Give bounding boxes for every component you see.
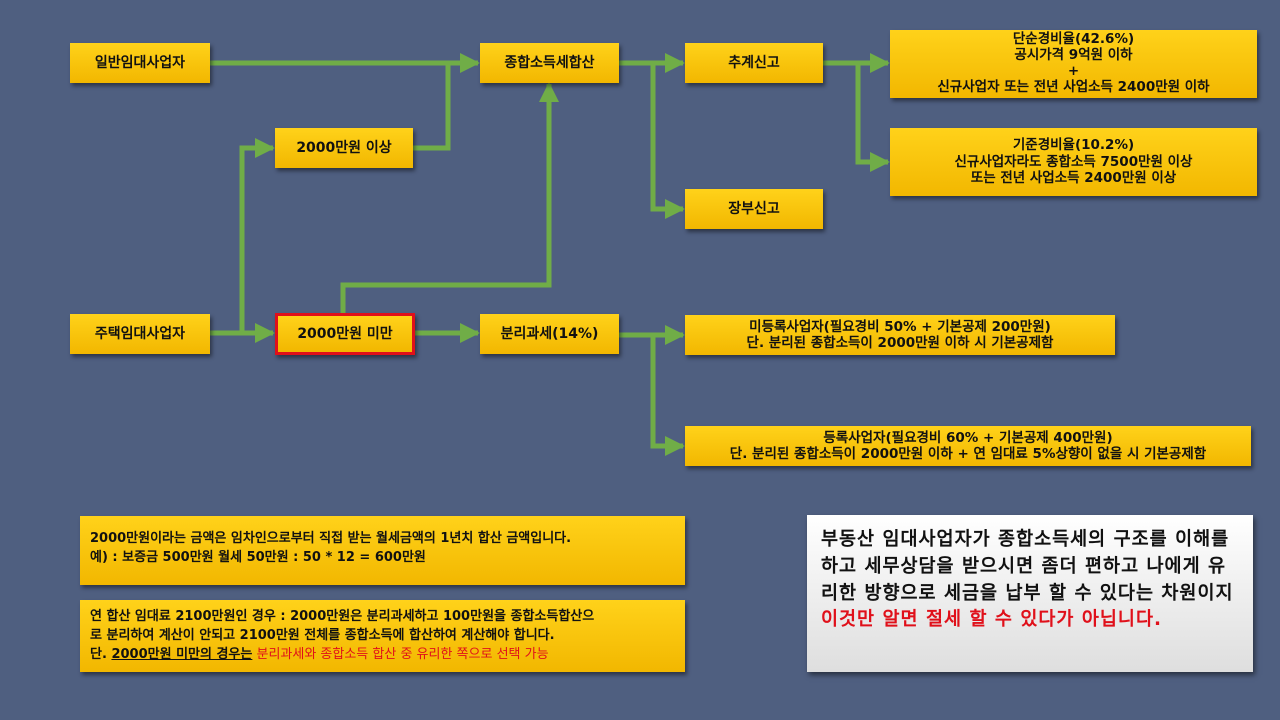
simple-expense-ratio-box: 단순경비율(42.6%) 공시가격 9억원 이하 + 신규사업자 또는 전년 사… [890,30,1257,98]
over-2000-box: 2000만원 이상 [275,128,413,168]
note-line: 2000만원이라는 금액은 임차인으로부터 직접 받는 월세금액의 1년치 합산… [90,531,572,546]
amount-definition-note: 2000만원이라는 금액은 임차인으로부터 직접 받는 월세금액의 1년치 합산… [80,516,685,585]
arrow-under2000-to-comprehensive [340,82,559,314]
highlighted-text: 분리과세와 종합소득 합산 중 유리한 쪽으로 선택 가능 [252,646,549,662]
disclaimer-highlight: 이것만 알면 절세 할 수 있다가 아닙니다. [821,609,1162,631]
note-line: 로 분리하여 계산이 안되고 2100만원 전체를 종합소득에 합산하여 계산해… [90,627,555,643]
note-line: 예) : 보증금 500만원 월세 50만원 : 50 * 12 = 600만원 [90,549,426,565]
note-line: 연 합산 임대료 2100만원인 경우 : 2000만원은 분리과세하고 100… [90,609,595,624]
arrow-comprehensive-to-ledger [650,63,685,219]
rent-example-note: 연 합산 임대료 2100만원인 경우 : 2000만원은 분리과세하고 100… [80,600,685,672]
arrow-estimate-to-standard [855,63,890,172]
general-lessor-box: 일반임대사업자 [70,43,210,83]
underlined-text: 2000만원 미만의 경우는 [111,646,253,662]
registered-business-box: 등록사업자(필요경비 60% + 기본공제 400만원) 단. 분리된 종합소득… [685,426,1251,466]
housing-lessor-box: 주택임대사업자 [70,314,210,354]
arrow-housing-to-over2000 [239,138,275,333]
estimate-report-box: 추계신고 [685,43,823,83]
arrow-over2000-to-comprehensive [413,63,451,151]
standard-expense-ratio-box: 기준경비율(10.2%) 신규사업자라도 종합소득 7500만원 이상 또는 전… [890,128,1257,196]
unregistered-business-box: 미등록사업자(필요경비 50% + 기본공제 200만원) 단. 분리된 종합소… [685,315,1115,355]
under-2000-box: 2000만원 미만 [275,313,415,355]
note-line: 단. 2000만원 미만의 경우는 분리과세와 종합소득 합산 중 유리한 쪽으… [90,646,549,662]
separate-tax-box: 분리과세(14%) [480,314,619,354]
comprehensive-income-box: 종합소득세합산 [480,43,619,83]
disclaimer-callout: 부동산 임대사업자가 종합소득세의 구조를 이해를 하고 세무상담을 받으시면 … [807,515,1253,672]
arrow-separate-to-registered [650,335,685,456]
ledger-report-box: 장부신고 [685,189,823,229]
